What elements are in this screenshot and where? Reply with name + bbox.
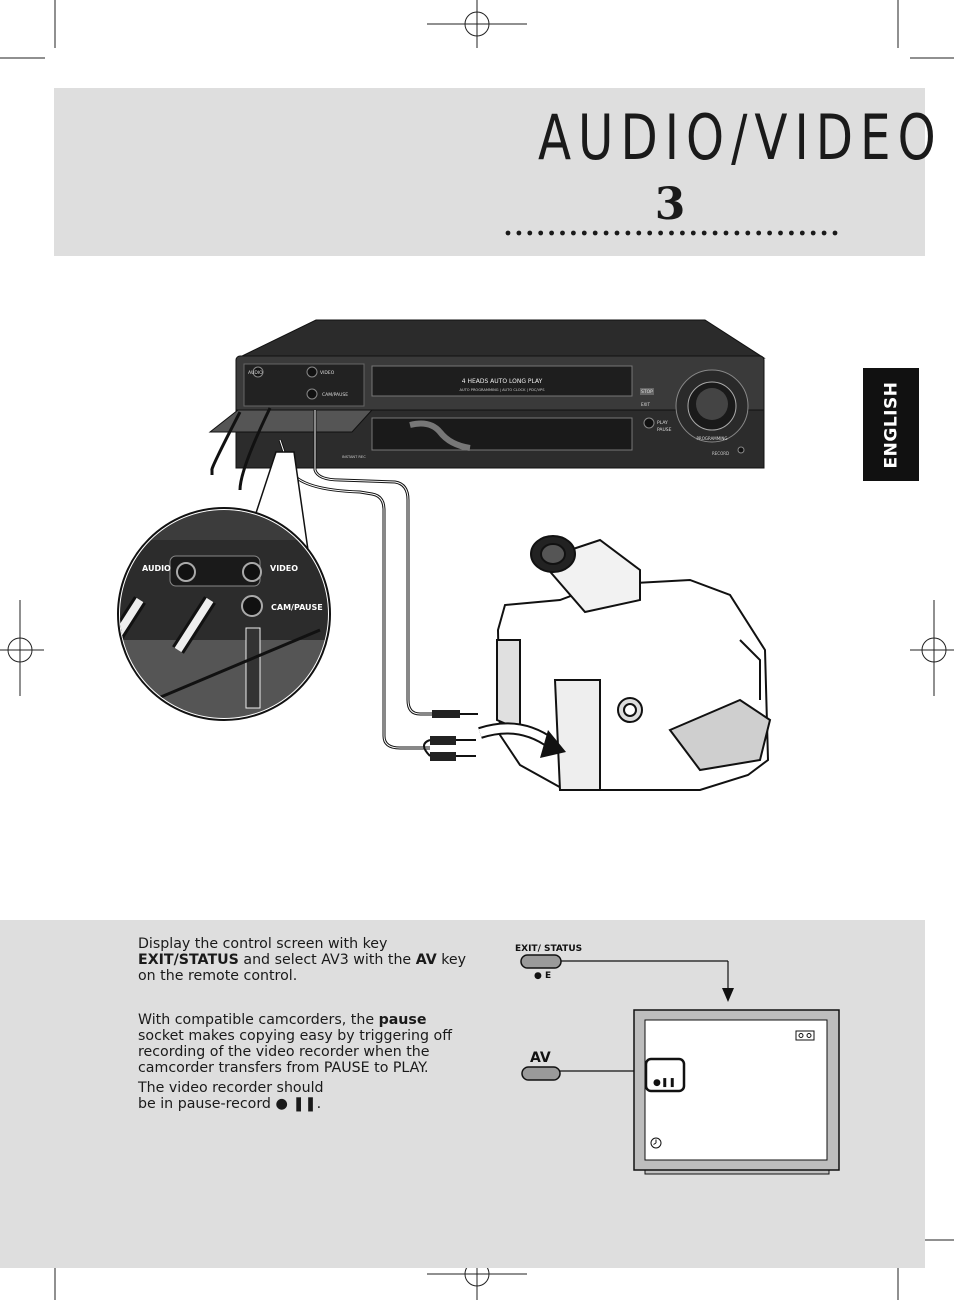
vcr-front-label: 4 HEADS AUTO LONG PLAY: [462, 378, 543, 385]
av-button[interactable]: [521, 1066, 561, 1081]
zoom-campause-label: CAM/PAUSE: [271, 603, 323, 612]
rule-dot: [581, 230, 587, 236]
rule-dot: [669, 230, 674, 236]
rule-dot: [658, 230, 663, 236]
rule-dot: [778, 230, 783, 236]
status-highlight: [644, 1057, 686, 1093]
instruction-paragraph-1: Display the control screen with key EXIT…: [138, 936, 468, 984]
rule-dot: [690, 230, 696, 236]
p3-line-2: be in pause-record: [138, 1096, 276, 1112]
rule-dot: [603, 230, 609, 236]
tv-pause-record-symbol: ●❚❚: [653, 1078, 676, 1088]
rule-dot: [505, 230, 511, 236]
rule-dot: [821, 230, 827, 236]
exit-status-button-label: EXIT/ STATUS: [515, 944, 582, 954]
cassette-icon: [795, 1030, 815, 1041]
vcr-stop-label: STOP: [641, 389, 653, 395]
rule-dot: [701, 230, 707, 236]
rule-dot: [592, 230, 598, 236]
rule-dot: [538, 230, 544, 236]
p3-line-end: .: [316, 1096, 322, 1112]
vcr-record-label: RECORD: [712, 451, 729, 456]
rule-dot: [549, 230, 554, 236]
vcr-dial-label: PROGRAMMING: [697, 436, 728, 441]
page-number: 3: [654, 179, 686, 230]
vcr-exit-label: EXIT: [641, 402, 650, 407]
vcr-pause-label: PAUSE: [657, 427, 672, 433]
zoom-callout: AUDIO VIDEO CAM/PAUSE: [117, 451, 331, 721]
pause-socket-ref: pause: [378, 1012, 427, 1028]
header-band: [54, 88, 925, 256]
vcr-audio-label: AUDIO: [248, 370, 263, 376]
rule-dot: [571, 230, 576, 236]
rule-dot: [636, 230, 642, 236]
rule-dot: [767, 230, 772, 236]
p1-text-end: key on the remote control.: [138, 952, 467, 984]
vcr-campause-label: CAM/PAUSE: [322, 392, 348, 398]
pause-record-symbol: ● ❚❚: [275, 1096, 317, 1112]
language-tab: ENGLISH: [863, 368, 919, 481]
rule-dot: [723, 230, 729, 236]
p3-line-1: The video recorder should: [138, 1080, 324, 1096]
vcr-front-sublabel: AUTO PROGRAMMING | AUTO CLOCK | PDC/VPS: [460, 388, 546, 392]
vcr-video-label: VIDEO: [320, 370, 335, 376]
rule-dot: [680, 230, 685, 236]
rule-dot: [647, 230, 653, 236]
exit-arrow-head: [722, 988, 734, 1002]
vcr-illustration: AUDIO VIDEO CAM/PAUSE 4 HEADS AUTO LONG …: [208, 319, 766, 469]
instruction-paragraph-3: The video recorder should be in pause-re…: [138, 1080, 468, 1112]
av-button-label: AV: [530, 1050, 551, 1066]
vcr-play-label: PLAY: [657, 420, 668, 426]
rule-dot: [516, 230, 522, 236]
cable-plugs: [423, 710, 478, 761]
rule-dot: [712, 230, 718, 236]
p2-text-end: socket makes copying easy by triggering …: [138, 1028, 453, 1076]
zoom-audio-label: AUDIO: [142, 564, 171, 573]
vcr-instant-rec-label: INSTANT REC: [342, 455, 366, 459]
p2-text-start: With compatible camcorders, the: [138, 1012, 379, 1028]
rule-dot: [625, 230, 631, 236]
av-key-ref: AV: [415, 952, 437, 968]
rule-dot: [614, 230, 620, 236]
exit-status-button[interactable]: [520, 954, 562, 969]
exit-status-key-ref: EXIT/STATUS: [138, 952, 239, 968]
rule-dot: [734, 230, 740, 236]
rule-dot: [527, 230, 533, 236]
instruction-paragraph-2: With compatible camcorders, the pause so…: [138, 1012, 468, 1076]
exit-status-sub-label: ● E: [534, 971, 551, 981]
clock-icon: [650, 1137, 662, 1149]
rule-dot: [789, 230, 794, 236]
rule-dot: [560, 230, 565, 236]
rule-dot: [832, 230, 838, 236]
tv-screen: ●❚❚: [633, 1009, 840, 1175]
p1-text-middle: and select AV3 with the: [238, 952, 416, 968]
camcorder-illustration: [496, 535, 772, 791]
p1-text-start: Display the control screen with key: [138, 936, 388, 952]
zoom-video-label: VIDEO: [270, 564, 298, 573]
rule-dot: [810, 230, 816, 236]
rule-dot: [756, 230, 762, 236]
rule-dot: [745, 230, 751, 236]
rule-dot: [799, 230, 805, 236]
